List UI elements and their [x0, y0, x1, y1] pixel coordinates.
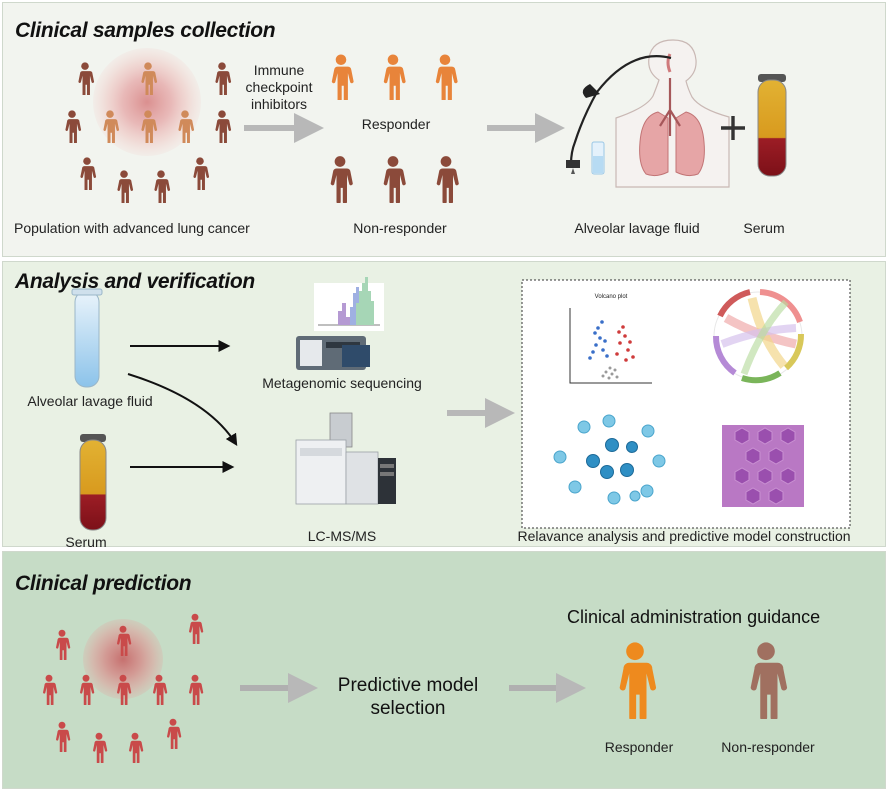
person-icon [154, 170, 171, 203]
model-selection-line: selection [370, 698, 446, 719]
chord-diagram-icon [712, 289, 805, 384]
person-icon [93, 732, 108, 763]
model-selection-line: Predictive model [337, 675, 479, 696]
person-icon [189, 613, 204, 644]
person-icon [215, 110, 232, 143]
responder-label: Responder [361, 116, 431, 132]
person-icon [56, 721, 71, 752]
nonresponder-group [330, 156, 459, 203]
responder-group [331, 54, 458, 100]
volcano-plot-title: Volcano plot [594, 294, 628, 300]
person-icon [383, 156, 406, 203]
person-icon [383, 54, 406, 100]
person-icon [193, 157, 210, 190]
sequencer-machine-icon [296, 336, 370, 370]
person-icon [80, 157, 97, 190]
person-icon [436, 156, 459, 203]
person-icon [43, 674, 58, 705]
guidance-label: Clinical administration guidance [567, 607, 821, 627]
bronchoscopy-body-icon [566, 39, 730, 188]
lcms-instrument-icon [295, 412, 396, 505]
sequencing-histogram-icon [314, 277, 384, 331]
panel-title-prediction: Clinical prediction [15, 572, 192, 595]
guidance-responder-icon [619, 642, 657, 719]
model-selection-label: Predictive model selection [338, 674, 478, 720]
guidance-nonresponder-label: Non-responder [721, 739, 815, 755]
treatment-label-line: Immune [253, 62, 305, 78]
treatment-label-line: inhibitors [250, 96, 308, 112]
serum-tube-icon-analysis [79, 434, 107, 531]
treatment-label: Immune checkpoint inhibitors [246, 62, 313, 113]
person-icon [167, 718, 182, 749]
person-icon [435, 54, 458, 100]
person-icon [215, 62, 232, 95]
network-nodes-icon [553, 414, 666, 505]
prediction-population-cluster [43, 613, 204, 763]
volcano-plot-icon [569, 308, 652, 384]
guidance-responder-label: Responder [604, 739, 674, 755]
nonresponder-label: Non-responder [353, 220, 447, 236]
person-icon [117, 170, 134, 203]
arrow-balf-to-lcms [127, 373, 238, 447]
balf-analysis-label: Alveolar lavage fluid [27, 393, 153, 409]
population-halo [93, 48, 201, 156]
person-icon [65, 110, 82, 143]
guidance-nonresponder-icon [750, 642, 788, 719]
person-icon [189, 674, 204, 705]
metagenomic-label: Metagenomic sequencing [262, 375, 422, 391]
hexagon-pattern-icon [722, 425, 804, 507]
serum-label: Serum [743, 220, 785, 236]
population-cluster [65, 48, 232, 203]
treatment-label-line: checkpoint [245, 79, 313, 95]
person-icon [331, 54, 354, 100]
population-label: Population with advanced lung cancer [14, 220, 250, 236]
person-icon [330, 156, 353, 203]
balf-tube-icon-analysis [71, 288, 103, 388]
prediction-halo [83, 619, 163, 699]
serum-analysis-label: Serum [65, 534, 107, 550]
model-construction-label: Relavance analysis and predictive model … [517, 528, 851, 544]
person-icon [129, 732, 144, 763]
balf-label: Alveolar lavage fluid [574, 220, 700, 236]
serum-tube-icon-collection [757, 74, 787, 177]
lcms-label: LC-MS/MS [307, 528, 377, 544]
plus-icon [721, 116, 745, 140]
person-icon [78, 62, 95, 95]
panel-title-collection: Clinical samples collection [15, 19, 276, 42]
panel-title-analysis: Analysis and verification [15, 270, 255, 293]
person-icon [56, 629, 71, 660]
